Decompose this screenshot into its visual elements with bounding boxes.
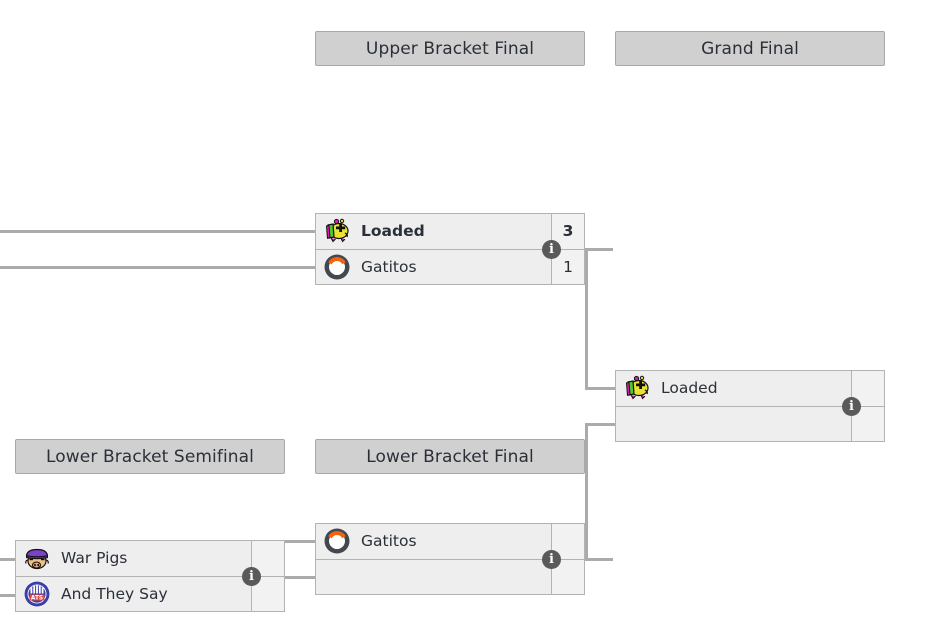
team-name: Gatitos	[361, 532, 417, 551]
round-header-label: Upper Bracket Final	[365, 38, 535, 59]
opponent-slot[interactable]	[616, 406, 851, 441]
match-row[interactable]: War Pigs	[16, 541, 284, 576]
team-name: And They Say	[61, 584, 168, 603]
round-header-label: Lower Bracket Semifinal	[46, 446, 254, 467]
match-row[interactable]	[316, 558, 584, 594]
round-header-label: Lower Bracket Final	[366, 446, 534, 467]
match-row[interactable]: Gatitos 1	[316, 248, 584, 284]
connector-lbsf-in-bottom	[0, 594, 15, 597]
score-cell: 1	[551, 249, 584, 284]
round-header-lower-bracket-semifinal: Lower Bracket Semifinal	[15, 439, 285, 474]
opponent-slot[interactable]: ATS And They Say	[16, 576, 251, 611]
connector-lbsf-out	[285, 576, 315, 579]
opponent-slot[interactable]: Gatitos	[316, 249, 551, 284]
loaded-logo	[623, 374, 651, 402]
match-lower-bracket-final[interactable]: Gatitos i	[315, 523, 585, 595]
match-info-icon[interactable]: i	[242, 567, 261, 586]
match-info-icon[interactable]: i	[542, 240, 561, 259]
team-name: Loaded	[661, 379, 718, 398]
match-upper-bracket-final[interactable]: Loaded 3 Gatitos 1 i	[315, 213, 585, 285]
opponent-slot[interactable]: War Pigs	[16, 541, 251, 576]
connector-grand-final-in-top	[585, 387, 615, 390]
match-row[interactable]: Loaded	[616, 371, 884, 406]
svg-text:ATS: ATS	[31, 595, 43, 601]
connector-ubf-in-top	[0, 230, 315, 233]
connector-lbsf-in-top	[0, 558, 15, 561]
team-name: War Pigs	[61, 549, 128, 568]
team-name: Gatitos	[361, 257, 417, 276]
round-header-label: Grand Final	[701, 38, 799, 59]
opponent-slot[interactable]: Loaded	[616, 371, 851, 406]
match-row[interactable]: Loaded 3	[316, 214, 584, 249]
and-they-say-logo: ATS	[23, 580, 51, 608]
match-grand-final[interactable]: Loaded i	[615, 370, 885, 442]
round-header-lower-bracket-final: Lower Bracket Final	[315, 439, 585, 474]
opponent-slot[interactable]: Gatitos	[316, 524, 551, 559]
connector-ubf-out-horizontal	[585, 248, 613, 251]
connector-lbf-out-vertical	[585, 423, 588, 561]
connector-grand-final-in-bottom	[585, 423, 615, 426]
match-row[interactable]	[616, 405, 884, 441]
match-lower-bracket-semifinal[interactable]: War Pigs AT	[15, 540, 285, 612]
connector-ubf-out-vertical	[585, 248, 588, 387]
overwatch-logo	[323, 253, 351, 281]
opponent-slot[interactable]	[316, 559, 551, 594]
match-row[interactable]: Gatitos	[316, 524, 584, 559]
opponent-slot[interactable]: Loaded	[316, 214, 551, 249]
loaded-logo	[323, 217, 351, 245]
war-pigs-logo	[23, 544, 51, 572]
connector-lbf-out-horizontal	[585, 558, 613, 561]
match-info-icon[interactable]: i	[542, 550, 561, 569]
team-name: Loaded	[361, 222, 425, 241]
overwatch-logo	[323, 527, 351, 555]
connector-ubf-in-bottom	[0, 266, 315, 269]
match-row[interactable]: ATS And They Say	[16, 575, 284, 611]
round-header-upper-bracket-final: Upper Bracket Final	[315, 31, 585, 66]
match-info-icon[interactable]: i	[842, 397, 861, 416]
round-header-grand-final: Grand Final	[615, 31, 885, 66]
connector-lbf-in-top	[285, 540, 315, 543]
